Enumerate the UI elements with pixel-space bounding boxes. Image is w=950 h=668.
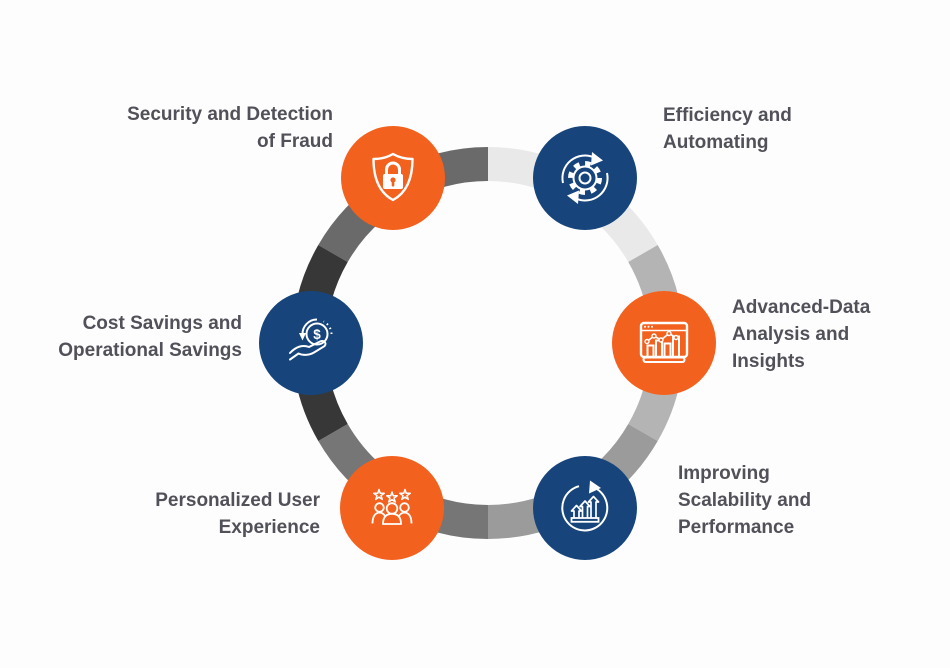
label-security-and-detection-of-fraud: Security and Detection of Fraud: [127, 101, 333, 155]
growth-arrows-icon: [561, 480, 609, 532]
analytics-window-icon: [639, 321, 689, 363]
hand-dollar-icon: $: [289, 318, 333, 361]
label-line: Security and Detection: [127, 104, 333, 125]
shield-lock-icon: [372, 152, 414, 202]
label-line: Scalability and: [678, 490, 812, 511]
node-advanced-data: [612, 291, 716, 395]
label-cost-savings-operational-savings: Cost Savings and Operational Savings: [58, 310, 242, 364]
label-line: Insights: [732, 351, 805, 372]
user-group-stars-icon: [371, 488, 413, 525]
node-personalized-experience: [340, 456, 444, 560]
node-cost-savings: $: [259, 291, 363, 395]
dollar-glyph: $: [313, 327, 321, 342]
label-line: of Fraud: [257, 131, 333, 152]
node-circle: [533, 456, 637, 560]
label-personalized-user-experience: Personalized User Experience: [155, 487, 320, 541]
label-line: Improving: [678, 463, 770, 484]
label-line: Analysis and: [732, 324, 850, 345]
node-scalability-performance: [533, 456, 637, 560]
gear-sync-icon: [561, 152, 609, 204]
label-line: Cost Savings and: [82, 313, 242, 334]
label-line: Operational Savings: [58, 340, 242, 361]
label-line: Advanced-Data: [732, 297, 871, 318]
label-line: Personalized User: [155, 490, 320, 511]
label-advanced-data-analysis-insights: Advanced-Data Analysis and Insights: [732, 294, 870, 375]
label-line: Efficiency and: [663, 105, 792, 126]
node-security-fraud: [341, 126, 445, 230]
label-efficiency-and-automating: Efficiency and Automating: [663, 102, 792, 156]
label-line: Automating: [663, 132, 769, 153]
label-improving-scalability-performance: Improving Scalability and Performance: [678, 460, 811, 541]
label-line: Performance: [678, 517, 795, 538]
label-line: Experience: [218, 517, 320, 538]
node-efficiency-automating: [533, 126, 637, 230]
node-circle: [533, 126, 637, 230]
